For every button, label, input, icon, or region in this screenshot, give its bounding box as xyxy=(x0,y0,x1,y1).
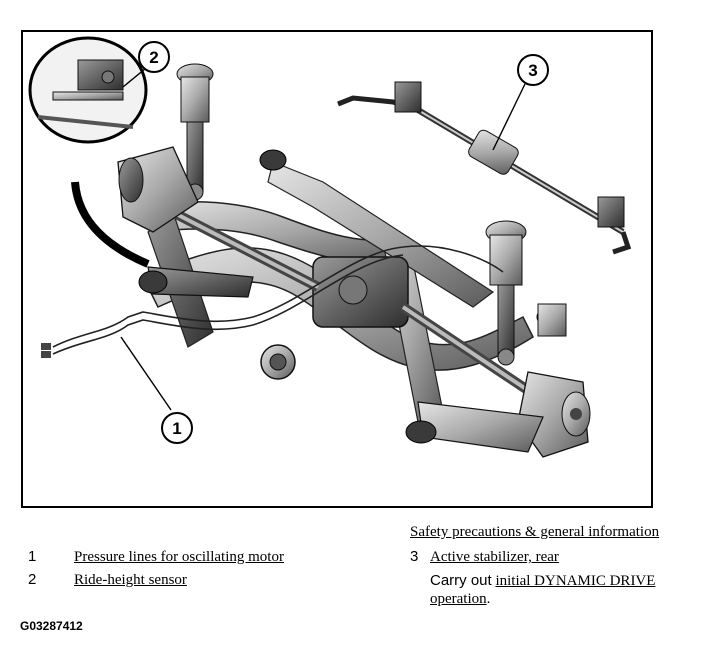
callout-3-circle xyxy=(517,54,549,86)
rear-axle-illustration: 2 3 1 xyxy=(28,36,632,458)
legend-1-label[interactable]: Pressure lines for oscillating motor xyxy=(74,549,284,565)
diagram-frame: 2 3 1 xyxy=(21,30,653,508)
legend-3-label[interactable]: Active stabilizer, rear xyxy=(430,549,559,565)
subframe-far-rail xyxy=(267,161,495,308)
figure-code: G03287412 xyxy=(20,619,83,633)
carry-out-prefix: Carry out xyxy=(430,572,492,589)
callout-1-circle xyxy=(161,412,193,444)
dynamic-drive-link-line1[interactable]: initial DYNAMIC DRIVE xyxy=(495,573,656,589)
pressure-lines xyxy=(52,245,504,348)
legend-1-number: 1 xyxy=(28,548,37,565)
legend-2-label[interactable]: Ride-height sensor xyxy=(74,572,187,588)
right-shock-absorber xyxy=(485,220,527,366)
carry-out-suffix: . xyxy=(486,591,491,607)
subframe-mount-rear-right xyxy=(405,420,437,444)
carry-out-instruction: Carry out initial DYNAMIC DRIVE operatio… xyxy=(430,572,690,608)
callout-3: 3 xyxy=(528,61,537,80)
safety-precautions-link[interactable]: Safety precautions & general information xyxy=(410,524,660,540)
active-stabilizer xyxy=(337,81,632,255)
subframe-mount-rear-left xyxy=(259,149,287,171)
callout-2-circle xyxy=(138,41,170,73)
dynamic-drive-link-line2[interactable]: operation xyxy=(430,591,487,607)
legend-2-number: 2 xyxy=(28,571,37,588)
ride-height-sensor-inset xyxy=(28,36,150,268)
callout-2: 2 xyxy=(149,48,158,67)
legend-3-number: 3 xyxy=(410,548,419,565)
left-shock-absorber xyxy=(176,63,214,201)
callout-1: 1 xyxy=(172,419,181,438)
subframe-mount-front-left xyxy=(138,270,168,294)
